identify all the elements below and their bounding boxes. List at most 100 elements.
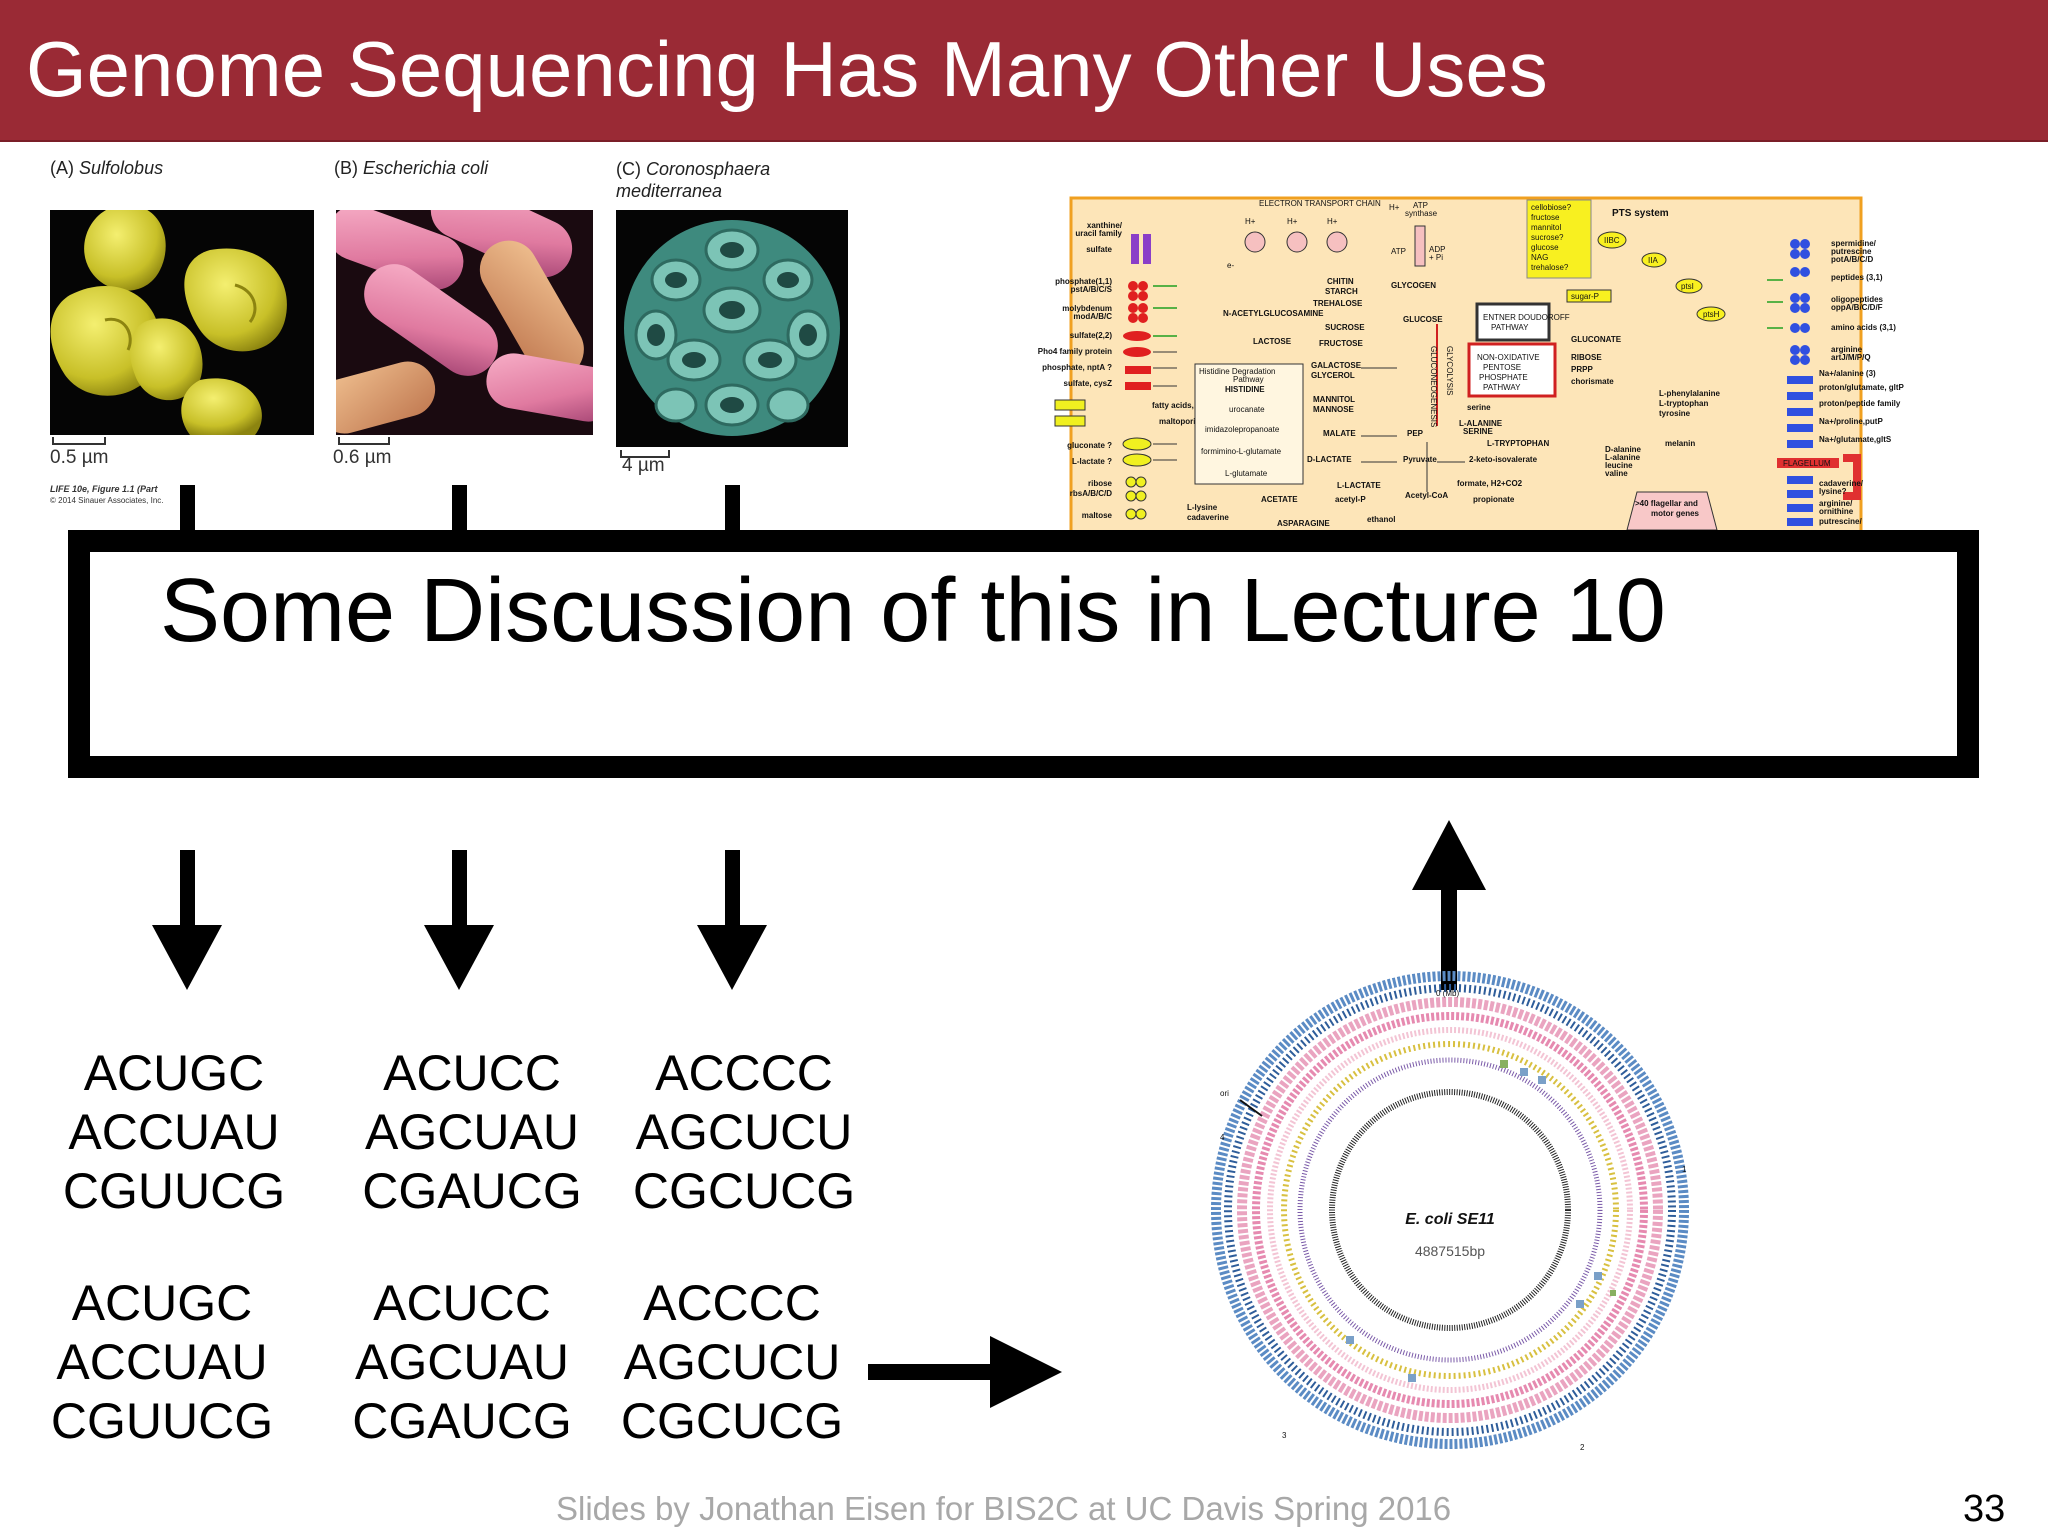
sequence-line: ACUGC: [71, 1275, 253, 1331]
svg-text:sucrose?: sucrose?: [1531, 233, 1564, 242]
svg-text:proton/peptide family: proton/peptide family: [1819, 399, 1901, 408]
page-number: 33: [1963, 1488, 2006, 1530]
scale-b-label: 0.6 µm: [333, 447, 392, 468]
genome-tick-label: 4: [1220, 1133, 1225, 1142]
svg-text:GLYCEROL: GLYCEROL: [1311, 371, 1355, 380]
sequence-line: ACUGC: [83, 1045, 265, 1101]
sequence-line: ACCCC: [655, 1045, 833, 1101]
svg-text:SUCROSE: SUCROSE: [1325, 323, 1365, 332]
svg-text:proton/glutamate, gltP: proton/glutamate, gltP: [1819, 383, 1905, 392]
down-arrow-c: [697, 850, 767, 990]
coccolith-sphere: [624, 220, 840, 436]
pentose-phosphate-box: [1467, 342, 1557, 398]
genome-position-label: 0 (Mb): [1436, 989, 1459, 998]
svg-text:Na+/proline,putP: Na+/proline,putP: [1819, 417, 1883, 426]
electron-transport-chain: ELECTRON TRANSPORT CHAIN H+H+H+ H+ ATP s…: [1227, 199, 1445, 270]
svg-text:CHITIN: CHITIN: [1327, 277, 1354, 286]
svg-text:H+: H+: [1327, 217, 1338, 226]
svg-text:MANNITOL: MANNITOL: [1313, 395, 1355, 404]
sequence-line: AGCUAU: [365, 1104, 579, 1160]
svg-text:PATHWAY: PATHWAY: [1483, 383, 1521, 392]
connector-b: [452, 485, 467, 535]
svg-text:formimino-L-glutamate: formimino-L-glutamate: [1201, 447, 1282, 456]
svg-text:Na+/glutamate,gltS: Na+/glutamate,gltS: [1819, 435, 1892, 444]
figure-copyright: © 2014 Sinauer Associates, Inc.: [50, 496, 164, 505]
panel-b-label: (B) Escherichia coli: [334, 158, 488, 179]
svg-text:oligopeptides: oligopeptides: [1831, 295, 1884, 304]
entner-doudoroff-box: [1475, 302, 1551, 342]
right-arrow-to-genome: [868, 1336, 1062, 1408]
scale-a-label: 0.5 µm: [50, 447, 109, 468]
svg-text:H+: H+: [1245, 217, 1256, 226]
sequence-line: CGAUCG: [352, 1393, 572, 1449]
svg-text:synthase: synthase: [1405, 209, 1438, 218]
svg-text:IIA: IIA: [1648, 256, 1658, 265]
genome-name: E. coli SE11: [1405, 1211, 1495, 1228]
svg-text:RIBOSE: RIBOSE: [1571, 353, 1602, 362]
panel-b-letter: (B): [334, 158, 358, 178]
svg-text:L-glutamate: L-glutamate: [1225, 469, 1268, 478]
svg-text:HISTIDINE: HISTIDINE: [1225, 385, 1265, 394]
svg-text:ASPARAGINE: ASPARAGINE: [1277, 519, 1330, 528]
svg-text:PHOSPHATE: PHOSPHATE: [1479, 373, 1528, 382]
svg-text:putrescine/: putrescine/: [1819, 517, 1862, 526]
svg-text:sulfate(2,2): sulfate(2,2): [1070, 331, 1113, 340]
svg-text:PRPP: PRPP: [1571, 365, 1593, 374]
metabolic-map-diagram: xanthine/ uracil family sulfate phosphat…: [1038, 196, 1905, 530]
svg-text:L-TRYPTOPHAN: L-TRYPTOPHAN: [1487, 439, 1549, 448]
down-arrow-a: [152, 850, 222, 990]
panel-c-name: Coronosphaera mediterranea: [616, 159, 771, 201]
scale-bar-c: [620, 450, 670, 458]
svg-text:molybdenum: molybdenum: [1062, 304, 1112, 313]
svg-text:GLUCOSE: GLUCOSE: [1403, 315, 1443, 324]
sequence-block-upper-2: ACUCC AGCUAU CGAUCG: [346, 1044, 598, 1221]
svg-text:cellobiose?: cellobiose?: [1531, 203, 1572, 212]
sequence-line: ACUCC: [373, 1275, 551, 1331]
svg-text:L-lactate ?: L-lactate ?: [1072, 457, 1112, 466]
svg-text:acetyl-P: acetyl-P: [1335, 495, 1366, 504]
scale-bar-a: [52, 437, 106, 445]
svg-text:pstA/B/C/S: pstA/B/C/S: [1071, 285, 1113, 294]
sequence-block-upper-1: ACUGC ACCUAU CGUUCG: [48, 1044, 300, 1221]
sequence-line: AGCUAU: [355, 1334, 569, 1390]
svg-text:cadaverine: cadaverine: [1187, 513, 1229, 522]
down-arrow-b: [424, 850, 494, 990]
svg-text:NON-OXIDATIVE: NON-OXIDATIVE: [1477, 353, 1540, 362]
svg-text:peptides (3,1): peptides (3,1): [1831, 273, 1883, 282]
svg-text:phosphate, nptA ?: phosphate, nptA ?: [1042, 363, 1112, 372]
sequence-line: CGCUCG: [620, 1393, 844, 1449]
svg-text:FRUCTOSE: FRUCTOSE: [1319, 339, 1364, 348]
svg-text:arginine: arginine: [1831, 345, 1863, 354]
svg-text:L-LACTATE: L-LACTATE: [1337, 481, 1381, 490]
svg-text:D-LACTATE: D-LACTATE: [1307, 455, 1352, 464]
svg-text:ptsI: ptsI: [1681, 282, 1694, 291]
svg-text:GLYCOGEN: GLYCOGEN: [1391, 281, 1436, 290]
svg-text:IIBC: IIBC: [1604, 236, 1620, 245]
svg-text:leucine: leucine: [1605, 461, 1633, 470]
svg-text:mannitol: mannitol: [1531, 223, 1561, 232]
svg-text:urocanate: urocanate: [1229, 405, 1265, 414]
svg-text:MALATE: MALATE: [1323, 429, 1356, 438]
svg-text:ATP: ATP: [1413, 201, 1428, 210]
ecoli-micrograph: [336, 210, 593, 435]
svg-text:N-ACETYLGLUCOSAMINE: N-ACETYLGLUCOSAMINE: [1223, 309, 1324, 318]
svg-text:ATP: ATP: [1391, 247, 1406, 256]
svg-text:rbsA/B/C/D: rbsA/B/C/D: [1070, 489, 1112, 498]
up-arrow-genome: [1412, 820, 1486, 990]
svg-text:SERINE: SERINE: [1463, 427, 1493, 436]
genome-tick-label: 3: [1282, 1431, 1287, 1440]
ecoli-cells: [336, 210, 593, 434]
title-bar: [0, 0, 2048, 142]
sequence-line: ACCUAU: [56, 1334, 268, 1390]
discussion-box: [68, 530, 1979, 778]
svg-text:PENTOSE: PENTOSE: [1483, 363, 1521, 372]
coccolithophore-micrograph: [616, 210, 848, 447]
svg-text:ornithine: ornithine: [1819, 507, 1854, 516]
svg-text:serine: serine: [1467, 403, 1491, 412]
svg-text:L-lysine: L-lysine: [1187, 503, 1218, 512]
svg-text:fatty acids, fadL(2,1): fatty acids, fadL(2,1): [1152, 401, 1230, 410]
sequence-block-upper-3: ACCCC AGCUCU CGCUCG: [618, 1044, 870, 1221]
svg-text:FLAGELLUM: FLAGELLUM: [1783, 459, 1831, 468]
connector-a: [180, 485, 195, 535]
